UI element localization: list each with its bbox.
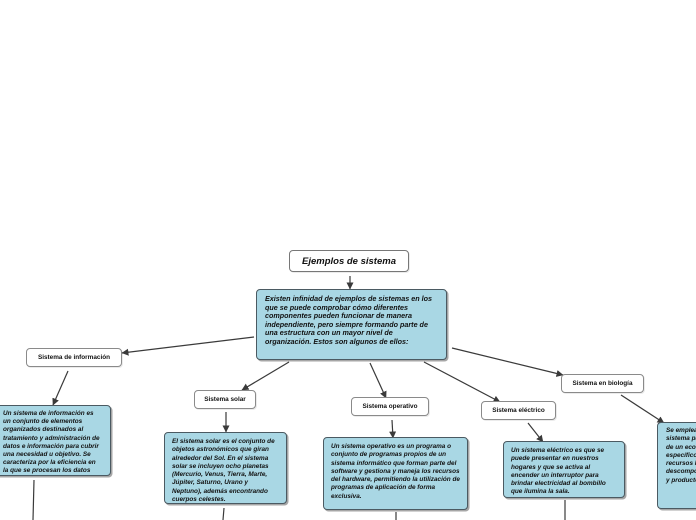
edge-operativo-desc — [389, 419, 397, 439]
desc-sistema-biologia-text: Se emplea el término de sistema para int… — [666, 427, 696, 484]
edge-informacion-below — [32, 479, 35, 520]
topic-sistema-biologia[interactable]: Sistema en biología — [561, 374, 644, 393]
desc-sistema-informacion-text: Un sistema de información es un conjunto… — [3, 410, 100, 475]
edge-intro-operativo — [369, 362, 387, 399]
desc-sistema-operativo-text: Un sistema operativo es un programa o co… — [331, 443, 460, 500]
topic-sistema-operativo-text: Sistema operativo — [362, 403, 418, 410]
root-topic[interactable]: Ejemplos de sistema — [289, 250, 409, 272]
desc-sistema-solar-text: El sistema solar es el conjunto de objet… — [172, 438, 275, 504]
edge-electrico-desc — [527, 422, 544, 443]
root-topic-text: Ejemplos de sistema — [302, 255, 396, 267]
desc-sistema-informacion[interactable]: Un sistema de información es un conjunto… — [0, 405, 111, 476]
topic-sistema-informacion[interactable]: Sistema de información — [26, 348, 122, 367]
desc-sistema-operativo[interactable]: Un sistema operativo es un programa o co… — [323, 437, 468, 510]
topic-sistema-operativo[interactable]: Sistema operativo — [351, 397, 429, 416]
edge-biologia-desc — [620, 394, 665, 424]
intro-node[interactable]: Existen infinidad de ejemplos de sistema… — [256, 289, 447, 360]
topic-sistema-electrico-text: Sistema eléctrico — [492, 407, 545, 414]
edge-intro-electrico — [423, 361, 501, 403]
edge-intro-solar — [241, 361, 290, 391]
topic-sistema-solar[interactable]: Sistema solar — [194, 390, 256, 409]
topic-sistema-electrico[interactable]: Sistema eléctrico — [481, 401, 556, 420]
topic-sistema-informacion-text: Sistema de información — [37, 354, 111, 361]
desc-sistema-electrico[interactable]: Un sistema eléctrico es que se puede pre… — [503, 441, 625, 498]
desc-sistema-electrico-text: Un sistema eléctrico es que se puede pre… — [511, 447, 606, 496]
edge-intro-biologia — [451, 347, 564, 377]
desc-sistema-biologia[interactable]: Se emplea el término de sistema para int… — [657, 422, 696, 509]
desc-sistema-solar[interactable]: El sistema solar es el conjunto de objet… — [164, 432, 287, 504]
edge-informacion-desc — [52, 370, 69, 406]
edge-solar-below — [222, 507, 225, 520]
edge-intro-informacion — [121, 336, 255, 356]
topic-sistema-biologia-text: Sistema en biología — [572, 380, 633, 387]
topic-sistema-solar-text: Sistema solar — [204, 396, 246, 403]
intro-text: Existen infinidad de ejemplos de sistema… — [265, 294, 432, 346]
